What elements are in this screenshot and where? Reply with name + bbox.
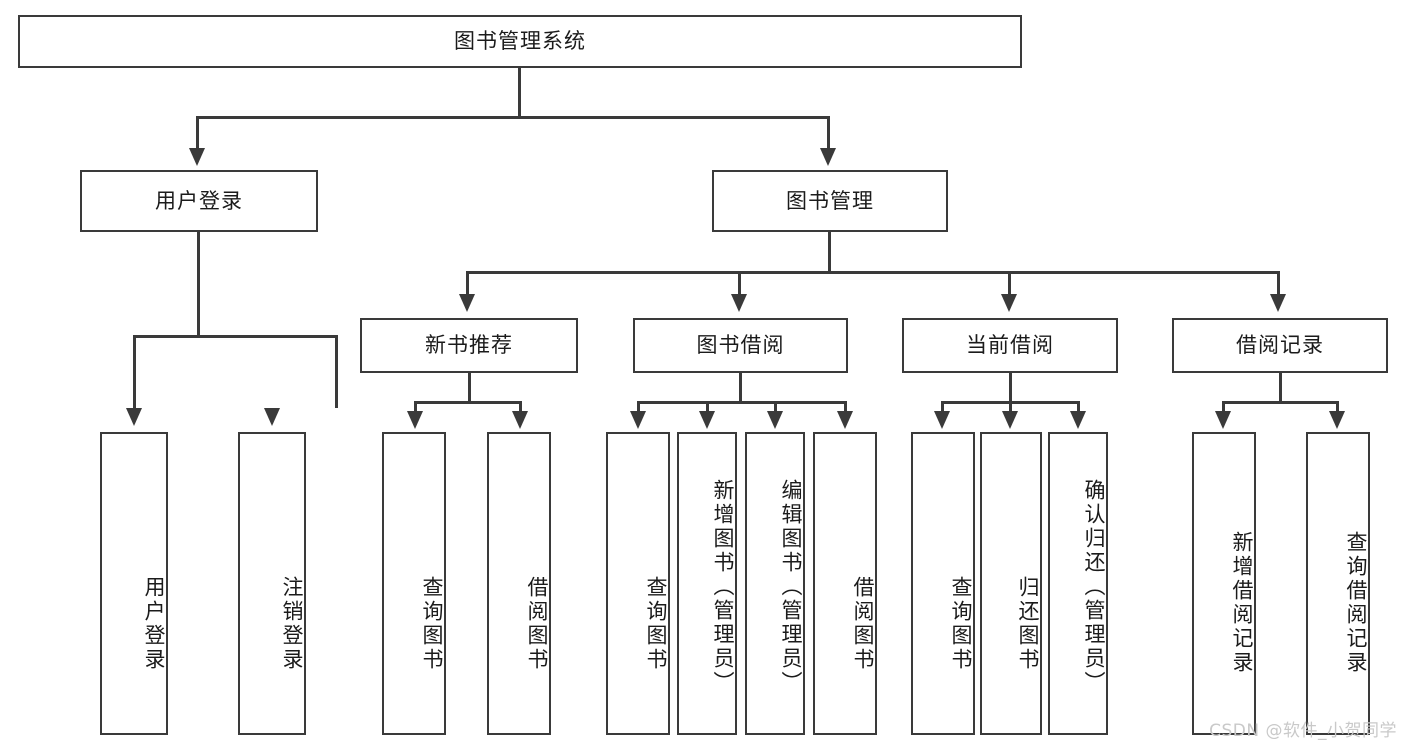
edge-user-login-drop-1 <box>133 335 136 408</box>
edge-user-login-stem <box>197 232 200 335</box>
node-book-borrow[interactable]: 图书借阅 <box>633 318 848 373</box>
arrow-current-leaf-3 <box>1070 411 1086 429</box>
node-user-login[interactable]: 用户登录 <box>80 170 318 232</box>
edge-recommend-bus <box>414 401 522 404</box>
arrow-to-book-mgmt <box>820 148 836 166</box>
arrow-to-leaf-logout <box>264 408 280 426</box>
node-borrow-records[interactable]: 借阅记录 <box>1172 318 1388 373</box>
node-label: 借阅图书 <box>851 575 875 672</box>
edge-borrow-drop-1 <box>637 401 640 411</box>
node-label: 图书管理 <box>786 188 874 213</box>
edge-recommend-drop-2 <box>519 401 522 411</box>
arrow-records-leaf-2 <box>1329 411 1345 429</box>
node-label: 新增图书（管理员） <box>711 478 735 695</box>
node-label: 查询借阅记录 <box>1344 530 1368 675</box>
arrow-to-user-login <box>189 148 205 166</box>
edge-recommend-stem <box>468 373 471 401</box>
arrow-recommend-leaf-2 <box>512 411 528 429</box>
node-label: 查询图书 <box>949 575 973 672</box>
leaf-records-query-record[interactable]: 查询借阅记录 <box>1306 432 1370 735</box>
edge-recommend-drop-1 <box>414 401 417 411</box>
leaf-borrow-add-book-admin[interactable]: 新增图书（管理员） <box>677 432 737 735</box>
arrow-to-new-book-recommend <box>459 294 475 312</box>
leaf-user-login[interactable]: 用户登录 <box>100 432 168 735</box>
leaf-current-query-books[interactable]: 查询图书 <box>911 432 975 735</box>
node-current-borrow[interactable]: 当前借阅 <box>902 318 1118 373</box>
node-label: 图书管理系统 <box>454 29 586 54</box>
edge-borrow-drop-2 <box>706 401 709 411</box>
edge-user-login-drop-2 <box>335 335 338 408</box>
arrow-borrow-leaf-2 <box>699 411 715 429</box>
edge-current-drop-1 <box>941 401 944 411</box>
edge-records-drop-1 <box>1222 401 1225 411</box>
arrow-borrow-leaf-1 <box>630 411 646 429</box>
leaf-logout[interactable]: 注销登录 <box>238 432 306 735</box>
edge-records-drop-2 <box>1336 401 1339 411</box>
leaf-records-add-record[interactable]: 新增借阅记录 <box>1192 432 1256 735</box>
edge-records-stem <box>1279 373 1282 401</box>
arrow-to-leaf-user-login <box>126 408 142 426</box>
node-label: 新增借阅记录 <box>1230 530 1254 675</box>
edge-borrow-stem <box>739 373 742 401</box>
edge-records-bus <box>1222 401 1339 404</box>
node-label: 用户登录 <box>155 188 243 213</box>
arrow-to-current-borrow <box>1001 294 1017 312</box>
leaf-recommend-query-books[interactable]: 查询图书 <box>382 432 446 735</box>
watermark-text: CSDN @软件_小贺同学 <box>1209 721 1397 741</box>
node-label: 借阅记录 <box>1236 333 1324 358</box>
node-root-system[interactable]: 图书管理系统 <box>18 15 1022 68</box>
edge-book-mgmt-bus <box>466 271 1280 274</box>
leaf-borrow-borrow-books[interactable]: 借阅图书 <box>813 432 877 735</box>
node-label: 归还图书 <box>1016 575 1040 672</box>
edge-borrow-bus <box>637 401 847 404</box>
leaf-current-return-books[interactable]: 归还图书 <box>980 432 1042 735</box>
arrow-to-book-borrow <box>731 294 747 312</box>
leaf-current-confirm-return-admin[interactable]: 确认归还（管理员） <box>1048 432 1108 735</box>
edge-book-mgmt-drop-2 <box>738 271 741 294</box>
edge-book-mgmt-drop-1 <box>466 271 469 294</box>
arrow-borrow-leaf-4 <box>837 411 853 429</box>
node-new-book-recommend[interactable]: 新书推荐 <box>360 318 578 373</box>
edge-root-bus <box>196 116 830 119</box>
edge-borrow-drop-4 <box>844 401 847 411</box>
edge-current-drop-2 <box>1009 401 1012 411</box>
arrow-current-leaf-2 <box>1002 411 1018 429</box>
edge-book-mgmt-stem <box>828 232 831 271</box>
arrow-recommend-leaf-1 <box>407 411 423 429</box>
node-label: 查询图书 <box>644 575 668 672</box>
leaf-borrow-edit-book-admin[interactable]: 编辑图书（管理员） <box>745 432 805 735</box>
node-label: 确认归还（管理员） <box>1082 478 1106 695</box>
node-label: 借阅图书 <box>525 575 549 672</box>
edge-book-mgmt-drop-3 <box>1008 271 1011 294</box>
edge-current-stem <box>1009 373 1012 401</box>
node-label: 新书推荐 <box>425 333 513 358</box>
arrow-records-leaf-1 <box>1215 411 1231 429</box>
node-book-management[interactable]: 图书管理 <box>712 170 948 232</box>
arrow-current-leaf-1 <box>934 411 950 429</box>
arrow-to-borrow-records <box>1270 294 1286 312</box>
node-label: 注销登录 <box>280 575 304 672</box>
arrow-borrow-leaf-3 <box>767 411 783 429</box>
edge-root-to-book-mgmt <box>827 116 830 148</box>
edge-user-login-bus <box>133 335 338 338</box>
leaf-recommend-borrow-books[interactable]: 借阅图书 <box>487 432 551 735</box>
edge-book-mgmt-drop-4 <box>1277 271 1280 294</box>
edge-root-to-user-login <box>196 116 199 148</box>
node-label: 图书借阅 <box>696 333 785 358</box>
node-label: 用户登录 <box>142 575 166 672</box>
node-label: 当前借阅 <box>966 333 1054 358</box>
leaf-borrow-query-books[interactable]: 查询图书 <box>606 432 670 735</box>
node-label: 编辑图书（管理员） <box>779 478 803 695</box>
edge-borrow-drop-3 <box>774 401 777 411</box>
node-label: 查询图书 <box>420 575 444 672</box>
edge-root-stem <box>518 68 521 116</box>
edge-current-drop-3 <box>1077 401 1080 411</box>
